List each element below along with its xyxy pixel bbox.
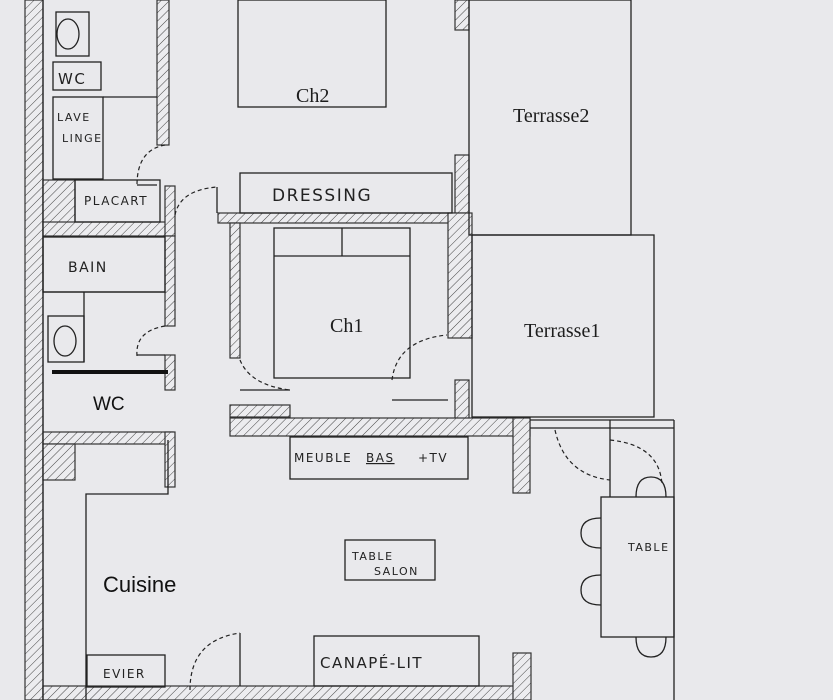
- toilet-bottom-bowl: [53, 325, 77, 357]
- wall-placart-bain: [42, 179, 76, 226]
- evier-box: [86, 654, 166, 688]
- room-label-terrasse1: Terrasse1: [524, 320, 600, 342]
- evier-label: EVIER: [103, 667, 146, 681]
- table-salon-box: [344, 539, 436, 581]
- toilets: [53, 18, 80, 357]
- room-label-ch1: Ch1: [330, 315, 363, 337]
- meuble-box: [289, 436, 469, 480]
- toilet-top: [55, 11, 90, 57]
- room-label-cuisine: Cuisine: [103, 572, 176, 597]
- room-label-terrasse2: Terrasse2: [513, 105, 589, 127]
- wall-core-lower: [164, 235, 176, 327]
- wall-kitchen-stub: [42, 443, 76, 481]
- meuble-label-1: MEUBLE: [294, 451, 352, 465]
- wall-ch1-bottom-l: [229, 404, 291, 418]
- canape-label: CANAPÉ-LIT: [320, 653, 423, 672]
- outlines: [42, 0, 675, 700]
- meuble-label-2: BAS: [366, 451, 395, 465]
- wall-left-outer: [24, 0, 44, 700]
- room-label-wc-top: WC: [58, 70, 86, 88]
- terrasse1-box: [471, 234, 655, 418]
- meuble-label-3: +TV: [418, 451, 448, 465]
- room-label-wc-bottom: WC: [93, 394, 125, 415]
- doors: [136, 144, 663, 691]
- wall-living-right: [512, 417, 531, 494]
- dressing-label: DRESSING: [272, 186, 372, 206]
- wall-living-top: [229, 417, 531, 437]
- door-leaves: [137, 184, 448, 686]
- ch2-bed: [237, 0, 387, 108]
- dressing-box: [239, 172, 453, 214]
- walls: [24, 0, 532, 700]
- placart-label: PLACART: [84, 194, 148, 208]
- wall-core-mid: [164, 185, 176, 237]
- wall-ch1-left: [229, 222, 241, 359]
- wall-ch2-right-b: [454, 154, 470, 216]
- toilet-bottom: [47, 315, 85, 363]
- table-label: TABLE: [627, 541, 670, 554]
- lave-linge-box: [52, 96, 104, 180]
- lave-linge-label-1: LAVE: [57, 111, 91, 124]
- canape-box: [313, 635, 480, 687]
- wall-ch2-right: [454, 0, 470, 31]
- placart-box: [74, 179, 161, 223]
- wall-core-top: [156, 0, 170, 146]
- wall-bottom-right: [512, 652, 532, 700]
- wc-top-sign: [52, 61, 102, 91]
- lave-linge-label-2: LINGE: [62, 132, 103, 145]
- table-salon-label-1: TABLE: [351, 550, 394, 563]
- wall-bottom: [42, 685, 524, 700]
- dining-table: [600, 496, 675, 638]
- room-label-bain: BAIN: [68, 260, 108, 276]
- wall-dressing-bottom: [217, 212, 469, 224]
- wall-ch1-right-b: [454, 379, 470, 421]
- wall-core-kitchen: [164, 431, 176, 488]
- toilet-top-bowl: [56, 18, 80, 50]
- wall-under-wc: [42, 431, 174, 445]
- wall-under-placart: [42, 221, 174, 237]
- table-salon-label-2: SALON: [374, 565, 419, 578]
- room-label-ch2: Ch2: [296, 85, 329, 107]
